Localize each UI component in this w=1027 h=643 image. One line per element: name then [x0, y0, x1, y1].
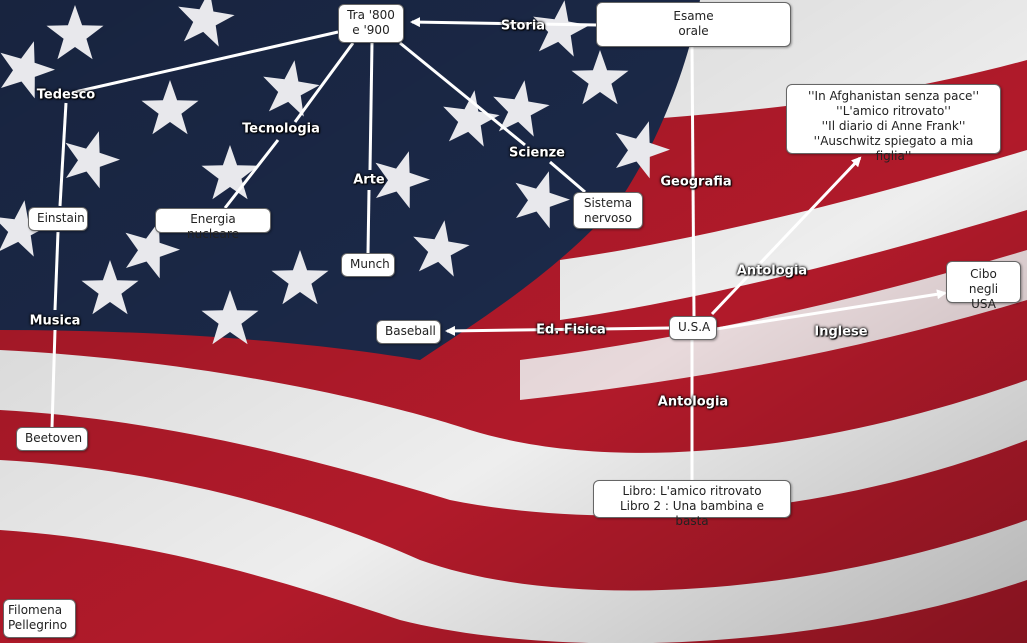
edge-tra800-scienze [400, 43, 525, 145]
label-antologia-libri: Antologia [737, 264, 807, 279]
node-sistema-nervoso[interactable]: Sistema nervoso [573, 192, 643, 229]
node-einstain[interactable]: Einstain [28, 207, 88, 231]
label-antologia-libro: Antologia [658, 395, 728, 410]
edge-tedesco-einstain [60, 103, 66, 206]
edge-einstain-musica [55, 232, 58, 310]
label-geografia: Geografia [660, 175, 731, 190]
label-ed-fisica: Ed. Fisica [536, 323, 606, 338]
edge-tra800-arte [370, 43, 372, 170]
edge-arte-munch [368, 190, 369, 253]
edge-tra800-tecnologia [295, 43, 353, 122]
node-tra-800-900[interactable]: Tra '800 e '900 [338, 4, 404, 43]
node-cibo-usa[interactable]: Cibo negli USA [946, 261, 1021, 303]
node-munch[interactable]: Munch [341, 253, 395, 277]
node-energia-nucleare[interactable]: Energia nucleare [155, 208, 271, 233]
author-name: Filomena Pellegrino [3, 599, 76, 638]
node-baseball[interactable]: Baseball [376, 320, 441, 344]
node-beetoven[interactable]: Beetoven [16, 427, 88, 451]
edge-musica-beetoven [52, 330, 55, 427]
node-usa[interactable]: U.S.A [669, 316, 717, 340]
node-libro[interactable]: Libro: L'amico ritrovato Libro 2 : Una b… [593, 480, 791, 518]
node-esame-orale[interactable]: Esame orale [596, 2, 791, 47]
label-scienze: Scienze [509, 146, 565, 161]
label-storia: Storia [501, 19, 545, 34]
node-libri-antologia[interactable]: ''In Afghanistan senza pace'' ''L'amico … [786, 84, 1001, 154]
edge-usa-antologia [712, 158, 860, 314]
edge-tra800-tedesco [75, 32, 338, 92]
edge-scienze-sistema [550, 162, 585, 192]
edge-tecnologia-energia [225, 140, 278, 208]
label-tedesco: Tedesco [37, 88, 95, 103]
label-musica: Musica [30, 314, 81, 329]
label-tecnologia: Tecnologia [242, 122, 320, 137]
label-inglese: Inglese [814, 325, 867, 340]
label-arte: Arte [353, 173, 385, 188]
